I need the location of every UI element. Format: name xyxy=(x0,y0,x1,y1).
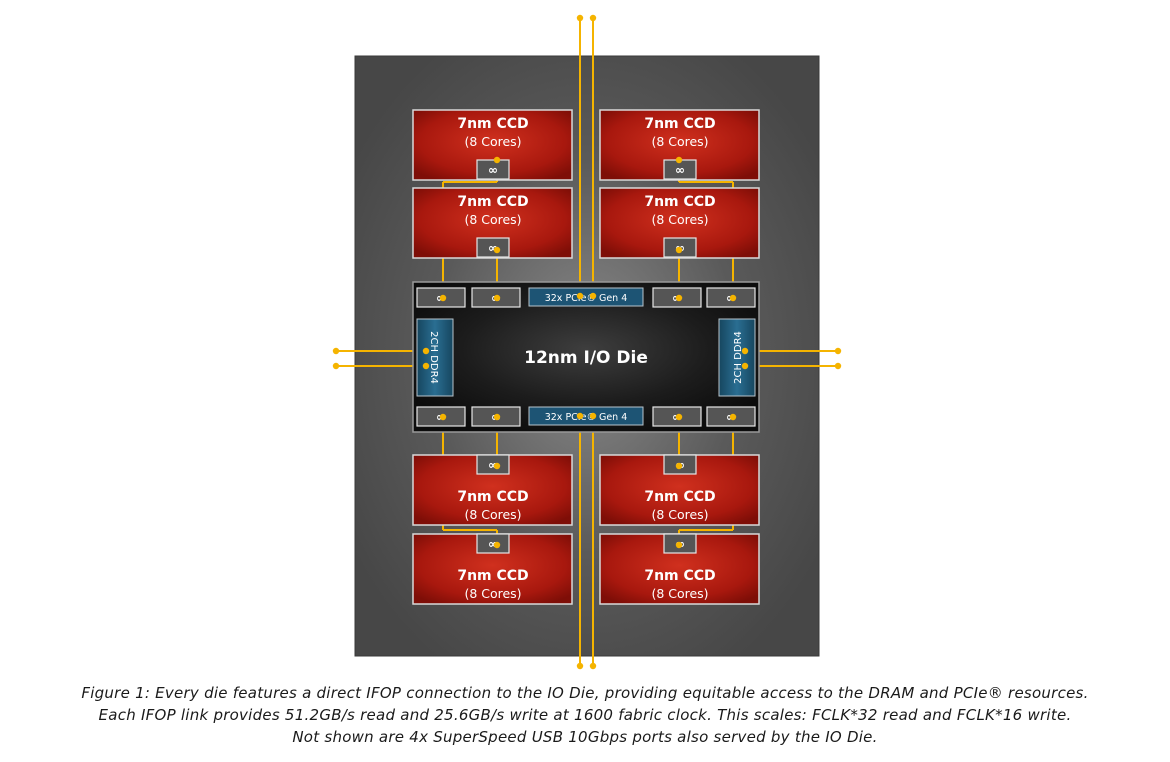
io-die: 12nm I/O Die 32x PCIe® Gen 4 32x PCIe® G… xyxy=(412,281,760,433)
ccd-title: 7nm CCD xyxy=(457,568,528,584)
ccd-5: 7nm CCD (8 Cores) ∞ xyxy=(412,454,573,526)
connection-dots xyxy=(332,14,842,670)
infinity-icon: ∞ xyxy=(488,163,498,177)
connection-dot xyxy=(332,347,340,355)
connection-dot xyxy=(834,347,842,355)
connection-dot xyxy=(675,156,683,164)
connection-dot xyxy=(675,541,683,549)
ccd-subtitle: (8 Cores) xyxy=(464,212,521,227)
ccd-subtitle: (8 Cores) xyxy=(651,586,708,601)
ccd-1: 7nm CCD (8 Cores) ∞ xyxy=(412,109,573,181)
caption-line-3: Not shown are 4x SuperSpeed USB 10Gbps p… xyxy=(292,728,878,746)
connection-dot xyxy=(589,14,597,22)
ddr-right-label: 2CH DDR4 xyxy=(733,331,744,384)
infinity-icon: ∞ xyxy=(488,458,498,472)
connection-dot xyxy=(493,462,501,470)
ccd-subtitle: (8 Cores) xyxy=(464,134,521,149)
connection-dot xyxy=(741,347,749,355)
ddr-right-block: 2CH DDR4 xyxy=(718,318,756,397)
ccd-title: 7nm CCD xyxy=(457,116,528,132)
ccd-ifop-port xyxy=(476,159,510,180)
io-die-label: 12nm I/O Die xyxy=(524,348,648,368)
ccd-title: 7nm CCD xyxy=(457,194,528,210)
connection-dot xyxy=(729,413,737,421)
connection-dot xyxy=(439,413,447,421)
connection-dot xyxy=(675,294,683,302)
pcie-top-label: 32x PCIe® Gen 4 xyxy=(545,293,628,304)
pcie-bottom-label: 32x PCIe® Gen 4 xyxy=(545,412,628,423)
pcie-top-block: 32x PCIe® Gen 4 xyxy=(528,287,644,307)
ccd-subtitle: (8 Cores) xyxy=(464,507,521,522)
connection-dot xyxy=(422,347,430,355)
pcie-bottom-block: 32x PCIe® Gen 4 xyxy=(528,406,644,426)
ccd-ifop-port xyxy=(476,237,510,258)
connection-dot xyxy=(493,541,501,549)
connection-dot xyxy=(741,362,749,370)
ddr-left-block: 2CH DDR4 xyxy=(416,318,454,397)
connection-dot xyxy=(576,292,584,300)
caption-line-1: Figure 1: Every die features a direct IF… xyxy=(81,684,1089,702)
connection-dot xyxy=(834,362,842,370)
infinity-icon: ∞ xyxy=(488,241,498,255)
ccd-ifop-port xyxy=(476,533,510,554)
connection-dot xyxy=(589,412,597,420)
infinity-icon: ∞ xyxy=(488,537,498,551)
connection-dot xyxy=(576,662,584,670)
ccd-4: 7nm CCD(8 Cores)∞ xyxy=(599,187,760,259)
connection-dot xyxy=(422,362,430,370)
connection-dot xyxy=(675,413,683,421)
connection-dot xyxy=(493,156,501,164)
ccd-6: 7nm CCD(8 Cores)∞ xyxy=(599,454,760,526)
figure-caption: Figure 1: Every die features a direct IF… xyxy=(0,682,1170,748)
connection-dot xyxy=(675,462,683,470)
caption-line-2: Each IFOP link provides 51.2GB/s read an… xyxy=(98,706,1072,724)
ccd-title: 7nm CCD xyxy=(644,489,715,505)
connection-dot xyxy=(675,246,683,254)
ccd-subtitle: (8 Cores) xyxy=(651,212,708,227)
ccd-ifop-port xyxy=(476,454,510,475)
connection-dot xyxy=(576,412,584,420)
ccd-7: 7nm CCD (8 Cores) ∞ xyxy=(412,533,573,605)
ccd-title: 7nm CCD xyxy=(644,568,715,584)
epyc-die-diagram: 12nm I/O Die 32x PCIe® Gen 4 32x PCIe® G… xyxy=(332,14,842,670)
connection-dot xyxy=(576,14,584,22)
ccd-title: 7nm CCD xyxy=(644,194,715,210)
ddr-left-label: 2CH DDR4 xyxy=(428,331,439,384)
ccd-subtitle: (8 Cores) xyxy=(464,586,521,601)
ccd-subtitle: (8 Cores) xyxy=(651,134,708,149)
connection-dot xyxy=(493,413,501,421)
ccd-2: 7nm CCD (8 Cores) ∞ xyxy=(599,109,760,181)
ccd-subtitle: (8 Cores) xyxy=(651,507,708,522)
infinity-icon: ∞ xyxy=(675,163,685,177)
connection-dot xyxy=(493,294,501,302)
connection-dot xyxy=(589,662,597,670)
connection-dot xyxy=(439,294,447,302)
connection-dot xyxy=(332,362,340,370)
ccd-3: 7nm CCD (8 Cores) ∞ xyxy=(412,187,573,259)
ccd-title: 7nm CCD xyxy=(457,489,528,505)
ccd-group: 7nm CCD(8 Cores)∞7nm CCD(8 Cores)∞7nm CC… xyxy=(412,109,760,605)
ccd-title: 7nm CCD xyxy=(644,116,715,132)
connection-dot xyxy=(589,292,597,300)
connection-dot xyxy=(729,294,737,302)
connection-dot xyxy=(493,246,501,254)
